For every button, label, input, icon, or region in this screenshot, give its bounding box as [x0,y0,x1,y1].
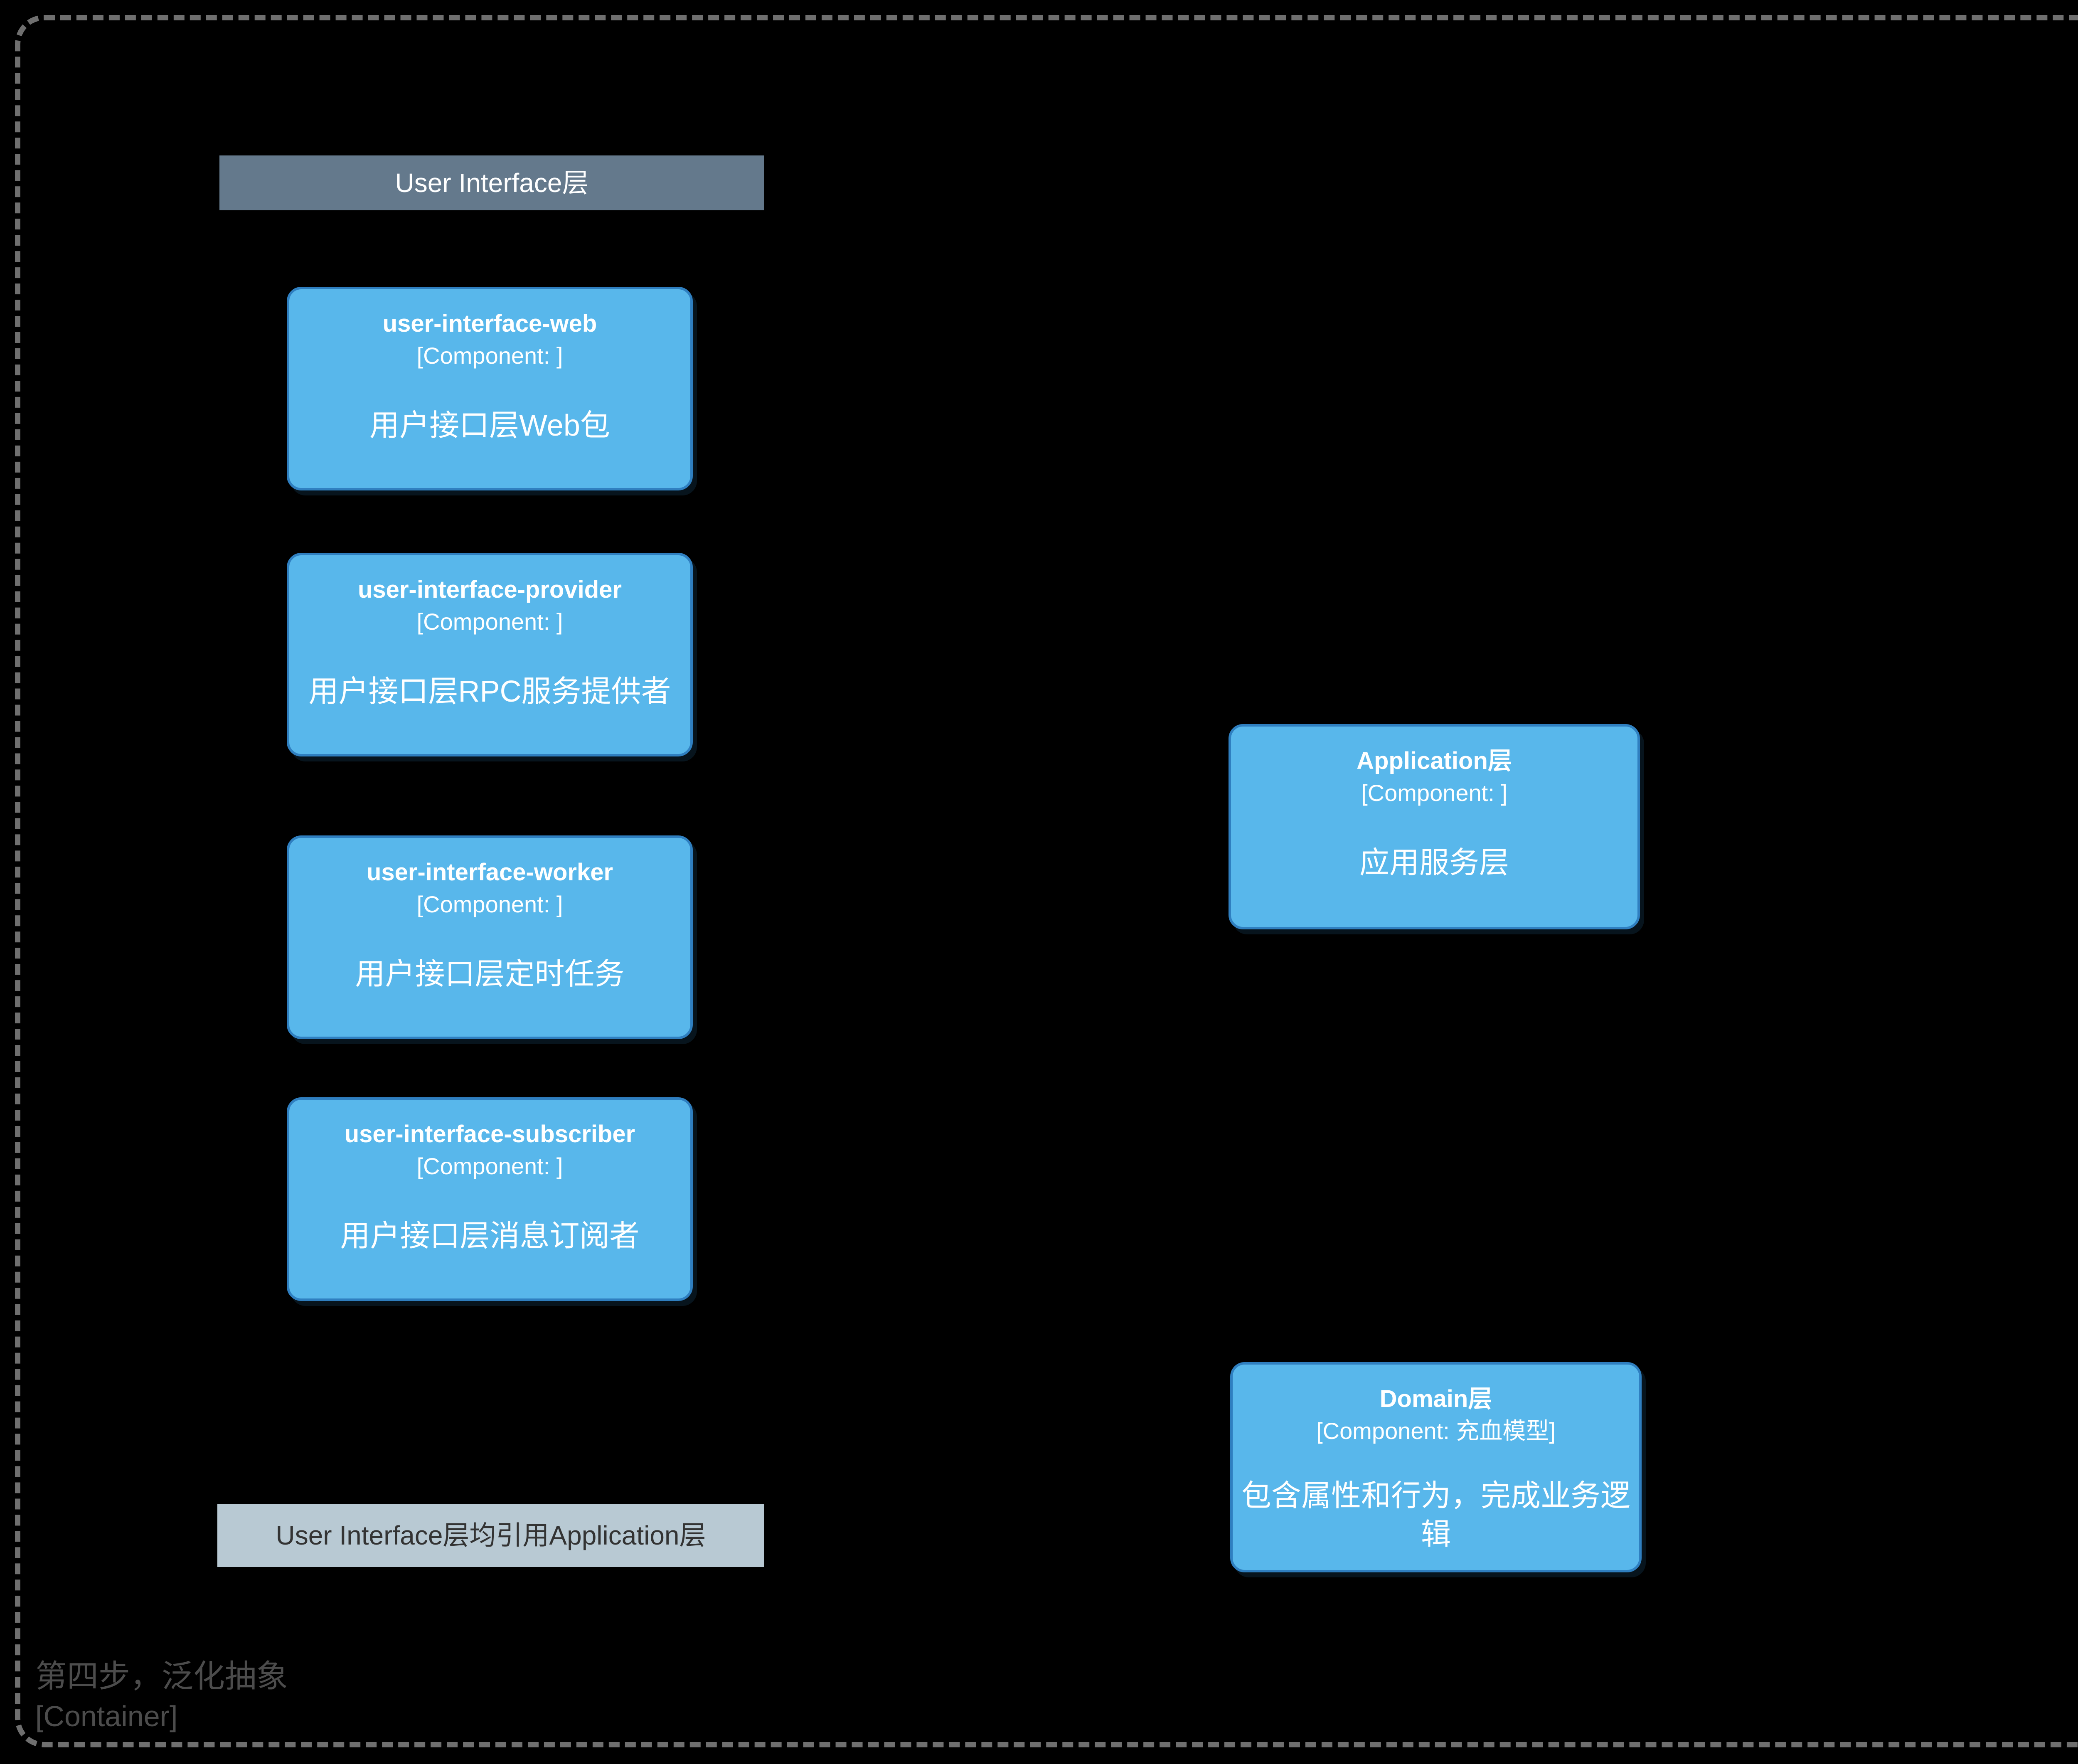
component-name: user-interface-subscriber [344,1121,635,1148]
component-name: Application层 [1357,747,1512,774]
component-stereotype: [Component: ] [416,342,563,369]
component-stereotype: [Component: ] [1361,779,1507,806]
note-user-interface-references-application: User Interface层均引用Application层 [217,1504,764,1567]
boundary-caption-type: [Container] [35,1700,178,1732]
component-name: user-interface-provider [358,576,622,603]
component-description: 用户接口层消息订阅者 [340,1219,640,1253]
component-node-user-interface-worker: user-interface-worker [Component: ] 用户接口… [287,835,693,1039]
layer-header-user-interface: User Interface层 [219,155,764,210]
component-stereotype: [Component: ] [416,608,563,635]
component-node-domain-layer: Domain层 [Component: 充血模型] 包含属性和行为，完成业务逻辑 [1230,1362,1642,1572]
component-name: user-interface-web [382,310,597,337]
component-description: 用户接口层定时任务 [355,957,625,991]
component-node-user-interface-web: user-interface-web [Component: ] 用户接口层We… [287,287,693,490]
component-node-user-interface-subscriber: user-interface-subscriber [Component: ] … [287,1097,693,1301]
component-node-application-layer: Application层 [Component: ] 应用服务层 [1229,724,1640,929]
boundary-caption: 第四步，泛化抽象 [Container] [35,1656,288,1735]
component-description: 应用服务层 [1359,846,1509,880]
component-description: 用户接口层RPC服务提供者 [308,675,671,708]
boundary-caption-title: 第四步，泛化抽象 [35,1659,288,1694]
component-description: 包含属性和行为，完成业务逻辑 [1241,1479,1630,1552]
component-name: user-interface-worker [366,859,613,886]
component-stereotype: [Component: 充血模型] [1316,1417,1556,1444]
component-name: Domain层 [1379,1385,1492,1412]
container-boundary-dashed-border [15,15,2078,1747]
component-description: 用户接口层Web包 [369,409,610,442]
component-stereotype: [Component: ] [416,1153,563,1179]
component-node-user-interface-provider: user-interface-provider [Component: ] 用户… [287,553,693,756]
component-stereotype: [Component: ] [416,891,563,917]
